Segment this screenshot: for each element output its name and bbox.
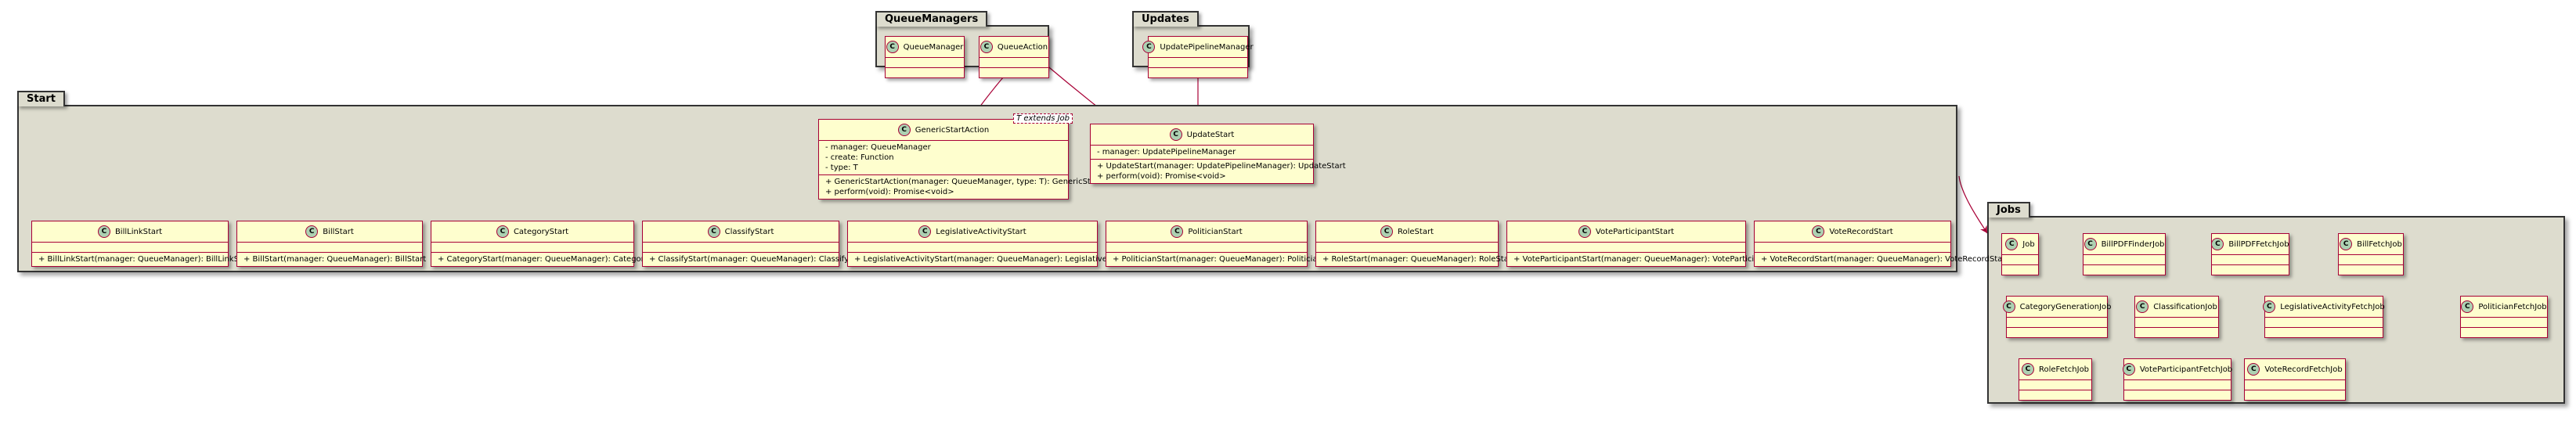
class-legislative-activity-fetch-job[interactable]: C LegislativeActivityFetchJob	[2263, 296, 2385, 338]
class-bill-pdf-finder-job[interactable]: C BillPDFFinderJob	[2083, 233, 2166, 275]
class-name: UpdateStart	[1186, 130, 1235, 139]
class-method: + GenericStartAction(manager: QueueManag…	[825, 178, 1127, 186]
class-method: + BillLinkStart(manager: QueueManager): …	[38, 255, 254, 264]
class-name: BillPDFFetchJob	[2228, 239, 2289, 249]
class-role-fetch-job[interactable]: C RoleFetchJob	[2019, 358, 2092, 401]
class-stereotype-icon: C	[2021, 363, 2034, 376]
class-stereotype-icon: C	[1169, 128, 1182, 141]
package-label: Updates	[1132, 11, 1199, 27]
class-vote-record-fetch-job[interactable]: C VoteRecordFetchJob	[2244, 358, 2346, 401]
class-vote-participant-fetch-job[interactable]: C VoteParticipantFetchJob	[2122, 358, 2233, 401]
class-field: - manager: QueueManager	[825, 143, 931, 152]
class-field: - type: T	[825, 164, 858, 172]
class-role-start[interactable]: C RoleStart + RoleStart(manager: QueueMan…	[1315, 221, 1515, 267]
class-name: PoliticianStart	[1188, 227, 1243, 236]
class-stereotype-icon: C	[2005, 238, 2019, 250]
class-method: + RoleStart(manager: QueueManager): Role…	[1322, 255, 1515, 264]
class-stereotype-icon: C	[980, 41, 993, 53]
class-stereotype-icon: C	[2084, 238, 2097, 250]
class-stereotype-icon: C	[707, 225, 720, 238]
type-parameter: T extends Job	[1013, 113, 1073, 124]
class-name: GenericStartAction	[915, 125, 990, 135]
class-stereotype-icon: C	[2247, 363, 2260, 376]
class-method: + PoliticianStart(manager: QueueManager)…	[1113, 255, 1342, 264]
class-politician-start[interactable]: C PoliticianStart + PoliticianStart(manag…	[1106, 221, 1342, 267]
class-bill-start[interactable]: C BillStart + BillStart(manager: QueueMan…	[236, 221, 427, 267]
class-field: - create: Function	[825, 153, 894, 162]
class-name: VoteParticipantFetchJob	[2139, 365, 2233, 374]
class-stereotype-icon: C	[2340, 238, 2353, 250]
class-stereotype-icon: C	[1142, 41, 1156, 53]
class-stereotype-icon: C	[2002, 300, 2015, 313]
class-name: BillStart	[323, 227, 354, 236]
class-name: VoteParticipantStart	[1595, 227, 1675, 236]
class-name: UpdatePipelineManager	[1160, 42, 1254, 52]
class-update-start[interactable]: C UpdateStart - manager: UpdatePipelineMa…	[1090, 124, 1346, 184]
class-generic-start-action[interactable]: T extends Job C GenericStartAction - mana…	[818, 113, 1127, 200]
class-name: LegislativeActivityStart	[936, 227, 1026, 236]
class-vote-participant-start[interactable]: C VoteParticipantStart + VoteParticipantS…	[1506, 221, 1791, 267]
class-method: + VoteRecordStart(manager: QueueManager)…	[1761, 255, 2009, 264]
class-classification-job[interactable]: C ClassificationJob	[2134, 296, 2219, 338]
class-name: VoteRecordStart	[1829, 227, 1893, 236]
class-name: ClassificationJob	[2153, 302, 2217, 311]
class-name: PoliticianFetchJob	[2478, 302, 2547, 311]
class-stereotype-icon: C	[1380, 225, 1393, 238]
class-stereotype-icon: C	[2211, 238, 2224, 250]
class-stereotype-icon: C	[1812, 225, 1825, 238]
class-name: BillLinkStart	[114, 227, 163, 236]
class-stereotype-icon: C	[305, 225, 319, 238]
class-category-generation-job[interactable]: C CategoryGenerationJob	[2002, 296, 2111, 338]
class-stereotype-icon: C	[1578, 225, 1591, 238]
package-label: QueueManagers	[875, 11, 988, 27]
class-legislative-activity-start[interactable]: C LegislativeActivityStart + LegislativeA…	[847, 221, 1156, 267]
class-name: Job	[2022, 239, 2035, 249]
class-method: + perform(void): Promise<void>	[1097, 172, 1226, 181]
class-name: QueueManager	[903, 42, 964, 52]
class-name: BillFetchJob	[2357, 239, 2402, 249]
class-name: QueueAction	[997, 42, 1048, 52]
class-bill-pdf-fetch-job[interactable]: C BillPDFFetchJob	[2211, 233, 2289, 275]
class-stereotype-icon: C	[97, 225, 110, 238]
class-name: BillPDFFinderJob	[2101, 239, 2165, 249]
class-name: VoteRecordFetchJob	[2264, 365, 2343, 374]
class-method: + VoteParticipantStart(manager: QueueMan…	[1513, 255, 1791, 264]
class-stereotype-icon: C	[1171, 225, 1184, 238]
class-stereotype-icon: C	[897, 124, 911, 136]
class-method: + BillStart(manager: QueueManager): Bill…	[244, 255, 427, 264]
class-name: CategoryGenerationJob	[2019, 302, 2112, 311]
class-update-pipeline-manager[interactable]: C UpdatePipelineManager	[1142, 36, 1254, 78]
class-queue-manager[interactable]: C QueueManager	[885, 36, 965, 78]
class-stereotype-icon: C	[2122, 363, 2135, 376]
class-category-start[interactable]: C CategoryStart + CategoryStart(manager: …	[431, 221, 669, 267]
class-bill-fetch-job[interactable]: C BillFetchJob	[2338, 233, 2404, 275]
class-stereotype-icon: C	[886, 41, 899, 53]
class-stereotype-icon: C	[2461, 300, 2474, 313]
class-bill-link-start[interactable]: C BillLinkStart + BillLinkStart(manager: …	[31, 221, 254, 267]
class-politician-fetch-job[interactable]: C PoliticianFetchJob	[2460, 296, 2548, 338]
class-method: + UpdateStart(manager: UpdatePipelineMan…	[1097, 162, 1346, 171]
class-stereotype-icon: C	[918, 225, 932, 238]
class-name: CategoryStart	[513, 227, 569, 236]
class-field: - manager: UpdatePipelineManager	[1097, 148, 1236, 156]
class-stereotype-icon: C	[496, 225, 509, 238]
class-method: + perform(void): Promise<void>	[825, 188, 954, 196]
class-method: + ClassifyStart(manager: QueueManager): …	[649, 255, 868, 264]
class-queue-action[interactable]: C QueueAction	[979, 36, 1049, 78]
class-name: RoleStart	[1398, 227, 1434, 236]
class-vote-record-start[interactable]: C VoteRecordStart + VoteRecordStart(manag…	[1754, 221, 2009, 267]
class-classify-start[interactable]: C ClassifyStart + ClassifyStart(manager: …	[642, 221, 868, 267]
class-method: + LegislativeActivityStart(manager: Queu…	[854, 255, 1156, 264]
class-stereotype-icon: C	[2136, 300, 2149, 313]
class-method: + CategoryStart(manager: QueueManager): …	[438, 255, 669, 264]
package-label: Jobs	[1987, 202, 2030, 218]
class-name: ClassifyStart	[724, 227, 774, 236]
class-name: LegislativeActivityFetchJob	[2280, 302, 2385, 311]
package-label: Start	[17, 91, 65, 106]
class-stereotype-icon: C	[2263, 300, 2276, 313]
link-start-to-jobs	[1958, 175, 1988, 234]
class-name: RoleFetchJob	[2038, 365, 2090, 374]
